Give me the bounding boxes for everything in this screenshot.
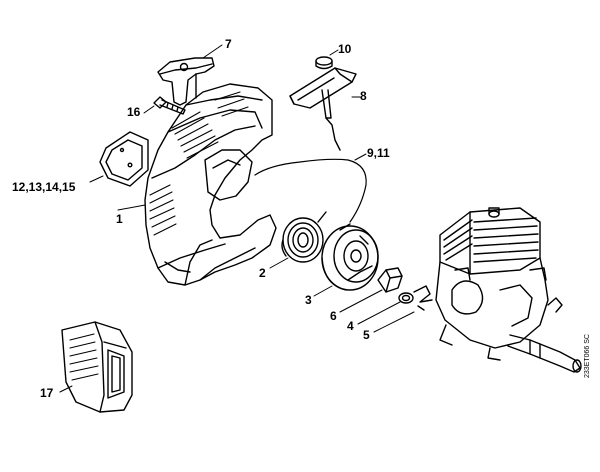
leader-3 <box>313 285 333 297</box>
leader-17 <box>59 385 73 393</box>
leader-4 <box>357 301 401 325</box>
callout-1: 1 <box>116 212 123 226</box>
rewind-spring-part <box>281 211 327 263</box>
engine-assembly <box>435 207 582 373</box>
leader-2 <box>269 257 289 269</box>
callout-12-15: 12,13,14,15 <box>12 180 76 194</box>
leader-7 <box>202 44 223 59</box>
leader-9-11 <box>354 153 367 161</box>
callout-17: 17 <box>40 386 54 400</box>
document-id: 233ET066 SC <box>584 334 591 378</box>
screw-part <box>153 96 186 115</box>
callout-4: 4 <box>347 319 354 333</box>
leader-16 <box>143 105 155 114</box>
callout-7: 7 <box>225 37 232 51</box>
callout-10: 10 <box>338 42 352 56</box>
callout-9-11: 9,11 <box>367 146 390 160</box>
callout-8: 8 <box>360 89 367 103</box>
callout-5: 5 <box>363 328 370 342</box>
fan-housing-part <box>144 83 277 286</box>
pawl-part <box>377 267 403 293</box>
leader-1 <box>117 204 146 211</box>
shroud-part <box>61 321 133 413</box>
callout-3: 3 <box>305 293 312 307</box>
callout-2: 2 <box>259 266 266 280</box>
cover-disc-part <box>99 131 149 187</box>
leader-12-15 <box>89 175 104 183</box>
callout-16: 16 <box>127 105 141 119</box>
washer-part <box>398 292 414 304</box>
starter-grip-part <box>157 57 215 106</box>
rope-rotor-part <box>321 223 379 291</box>
cap-part <box>315 56 333 70</box>
leader-6 <box>339 289 383 313</box>
leader-5 <box>373 311 415 333</box>
starter-rope-part <box>254 158 367 223</box>
callout-6: 6 <box>330 309 337 323</box>
leader-10 <box>329 49 339 56</box>
t-handle-part <box>289 67 357 151</box>
spring-clip-part <box>413 285 433 311</box>
